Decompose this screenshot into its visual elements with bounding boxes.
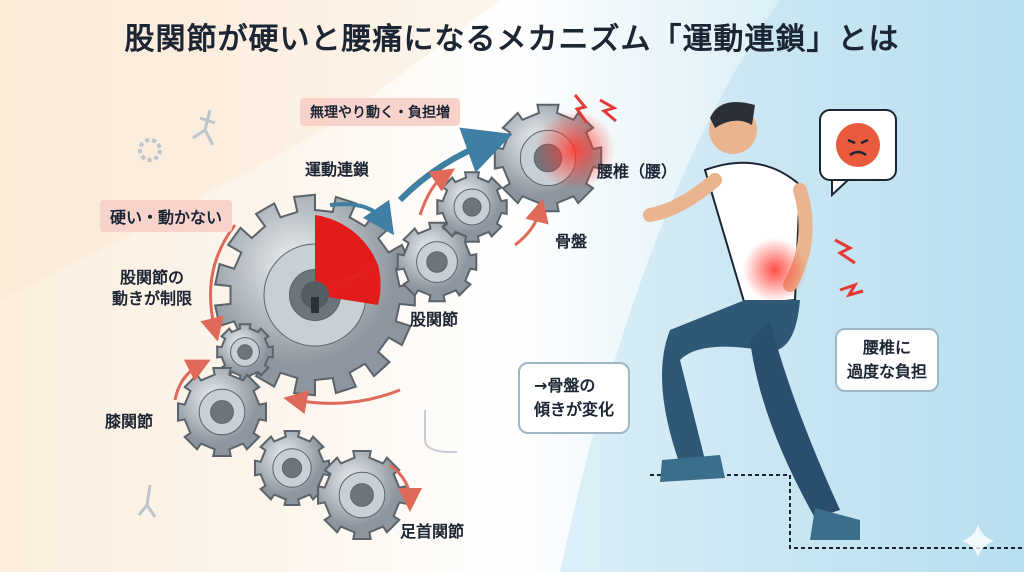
walking-person-icon (137, 484, 157, 518)
runner-figure (643, 101, 1024, 549)
label-lumbar: 腰椎（腰） (597, 162, 678, 181)
sparkle-icon (962, 525, 994, 557)
arrow (514, 198, 549, 247)
damage-sector (315, 215, 378, 295)
page-title: 股関節が硬いと腰痛になるメカニズム「運動連鎖」とは (124, 22, 900, 57)
arrow (418, 168, 455, 216)
gear-hub (281, 457, 303, 479)
keyhole-icon (311, 297, 319, 313)
gear-icon (138, 138, 162, 162)
label-ankle: 足首関節 (400, 522, 465, 541)
label-hip-limited: 股関節の 動きが制限 (112, 268, 193, 308)
gear-hub (350, 483, 374, 507)
gear-hub (210, 400, 234, 424)
lock-icon (301, 281, 329, 309)
foot-icon (424, 410, 457, 453)
pain-bolt-icon (834, 238, 864, 298)
bg-shape (0, 0, 500, 572)
label-knee: 膝関節 (105, 412, 154, 431)
label-chain: 運動連鎖 (305, 160, 370, 179)
angry-face-icon (836, 123, 880, 167)
arrow (389, 463, 422, 512)
arrow (283, 388, 401, 414)
label-force: 無理やり動く・負担増 (300, 98, 460, 126)
gear-hub (462, 197, 482, 217)
pain-bolt-icon (573, 94, 618, 124)
gear-hub (237, 344, 253, 360)
arrow (200, 224, 237, 342)
gear-hub (426, 251, 448, 273)
pelvis-tilt-box: →骨盤の 傾きが変化 (518, 362, 631, 434)
running-person-icon (192, 109, 216, 146)
label-hip: 股関節 (410, 310, 459, 329)
lumbar-load-box: 腰椎に 過度な負担 (835, 328, 940, 392)
label-stiff: 硬い・動かない (100, 200, 233, 232)
damage-sector (315, 265, 381, 305)
chain-arrow (329, 199, 395, 236)
label-pelvis: 骨盤 (555, 232, 588, 251)
chain-arrow (397, 127, 513, 203)
angry-bubble (819, 109, 897, 198)
arrow (173, 359, 211, 401)
pain-glow (535, 110, 615, 190)
